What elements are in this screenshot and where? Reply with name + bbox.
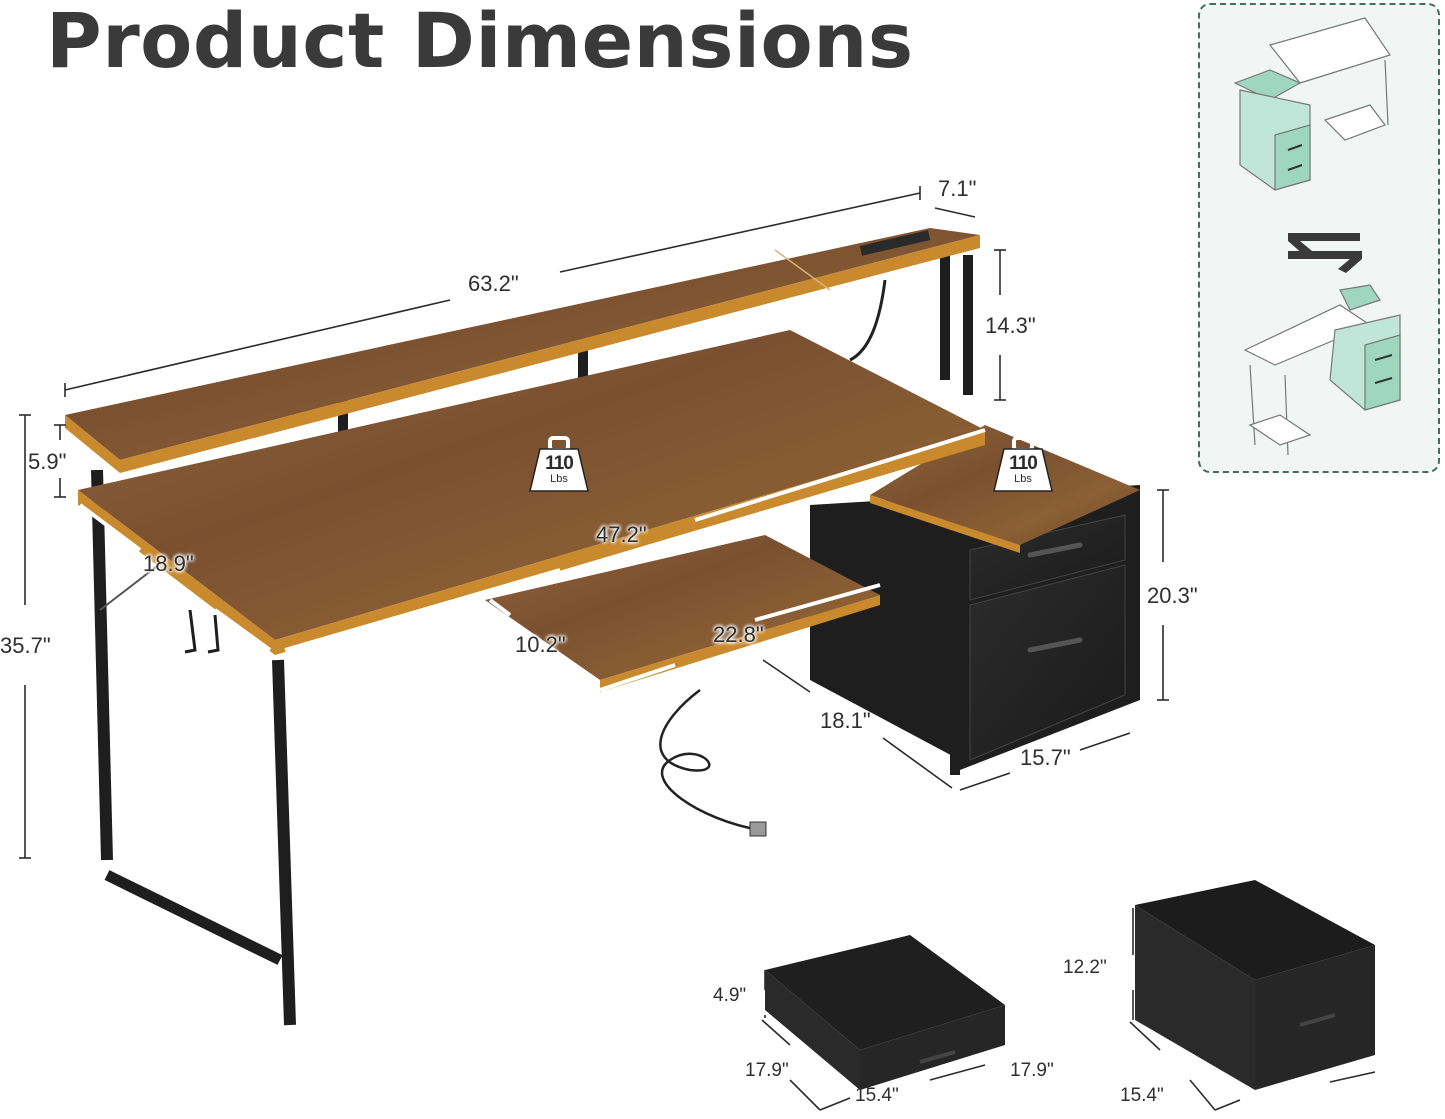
drawer-large-height: 12.2" — [1063, 957, 1107, 978]
dim-cabinet-height: 20.3" — [1147, 583, 1198, 608]
config-left-cabinet — [1233, 17, 1391, 191]
weight-icon — [993, 436, 1053, 492]
dim-desk-depth: 18.9" — [143, 551, 194, 576]
dim-cabinet-width: 15.7" — [1020, 745, 1071, 770]
dim-keyboard-tray-width: 22.8" — [713, 622, 764, 647]
dim-cabinet-depth: 18.1" — [820, 708, 871, 733]
weight-icon — [529, 436, 589, 492]
dim-riser-height: 14.3" — [985, 313, 1036, 338]
drawer-small-depth: 17.9" — [745, 1060, 789, 1081]
left-legs — [91, 469, 296, 1026]
reversible-desk-diagrams — [1233, 17, 1401, 456]
load-badge-cabinet: 110 Lbs — [992, 435, 1054, 493]
drawer-large-depth: 17.9" — [1010, 1060, 1054, 1081]
page-title: Product Dimensions — [46, 0, 914, 85]
dim-riser-depth: 7.1" — [938, 176, 977, 201]
drawer-small-height: 4.9" — [713, 985, 747, 1006]
config-right-cabinet — [1243, 284, 1401, 456]
reversible-configuration-panel — [1198, 3, 1440, 473]
load-badge-desktop: 110 Lbs — [528, 435, 590, 493]
dim-desk-width: 47.2" — [596, 522, 647, 547]
dim-total-width: 63.2" — [468, 271, 519, 296]
swap-arrows-icon — [1288, 233, 1362, 273]
dim-keyboard-tray-depth: 10.2" — [515, 632, 566, 657]
dim-desk-height: 35.7" — [0, 633, 51, 658]
drawer-small-width: 15.4" — [855, 1085, 899, 1106]
drawer-large-width: 15.4" — [1120, 1085, 1164, 1106]
dim-monitor-shelf-gap: 5.9" — [28, 449, 67, 474]
